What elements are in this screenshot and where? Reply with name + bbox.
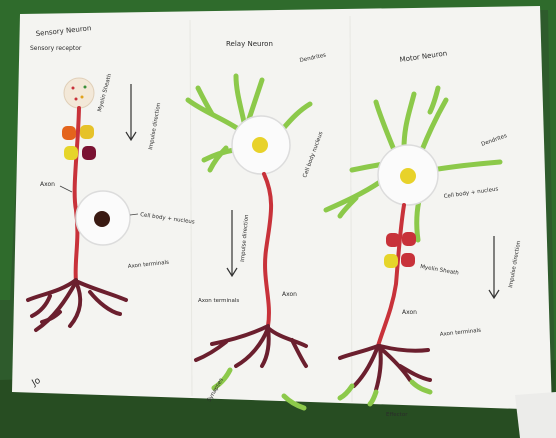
myelin-bean (64, 146, 78, 160)
myelin-bean (80, 125, 94, 139)
myelin-bean (384, 254, 398, 268)
label-sensory-receptor: Sensory receptor (30, 45, 82, 52)
label-sensory-axon: Axon (40, 181, 55, 188)
relay-nucleus (252, 137, 268, 153)
sensory-nucleus (94, 211, 110, 227)
myelin-bean (402, 232, 416, 246)
label-relay-terminals: Axon terminals (198, 298, 239, 304)
label-motor-effector: Effector (386, 412, 408, 418)
myelin-bean (82, 146, 96, 160)
sensory-receptor-candy (64, 78, 94, 108)
motor-nucleus (400, 168, 416, 184)
myelin-bean (62, 126, 76, 140)
paper-scrap (515, 392, 556, 438)
myelin-bean (401, 253, 415, 267)
myelin-bean (386, 233, 400, 247)
label-motor-axon: Axon (402, 309, 417, 316)
relay-title: Relay Neuron (226, 40, 273, 48)
label-relay-axon: Axon (282, 291, 297, 298)
